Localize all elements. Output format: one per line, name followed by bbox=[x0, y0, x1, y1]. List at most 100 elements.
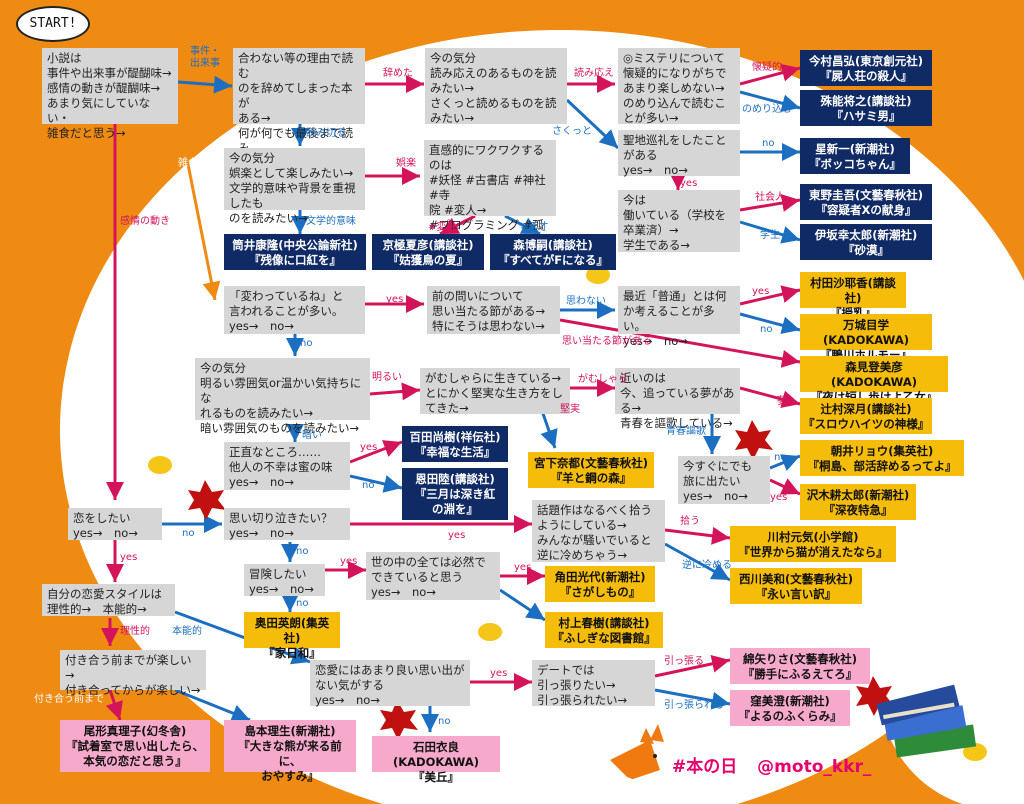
arrow-label: no bbox=[438, 716, 450, 728]
question-node: 恋をしたい yes→ no→ bbox=[68, 508, 162, 540]
arrow-label: 青春謳歌 bbox=[666, 426, 706, 438]
book-result: 島本理生(新潮社) 『大きな熊が来る前に、 おやすみ』 bbox=[224, 720, 356, 772]
question-node: 思い切り泣きたい？ yes→ no→ bbox=[224, 508, 350, 540]
arrow-label: #変人 bbox=[428, 222, 456, 234]
question-node: 正直なところ…… 他人の不幸は蜜の味 yes→ no→ bbox=[224, 442, 350, 490]
book-result: 尾形真理子(幻冬舎) 『試着室で思い出したら、 本気の恋だと思う』 bbox=[60, 720, 210, 772]
book-result: 森見登美彦(KADOKAWA) 『夜は短し歩けよ乙女』 bbox=[800, 356, 948, 392]
book-result: 今村昌弘(東京創元社) 『屍人荘の殺人』 bbox=[800, 50, 932, 86]
question-node: 近いのは 今、追っている夢がある→ 青春を謳歌している→ bbox=[615, 368, 740, 414]
question-node: 今の気分 娯楽として楽しみたい→ 文学的意味や背景を重視したも のを読みたい→ bbox=[224, 148, 365, 210]
author-handle: @moto_kkr_ bbox=[757, 757, 871, 777]
arrow-label: yes bbox=[386, 294, 403, 306]
book-result: 辻村深月(講談社) 『スロウハイツの神様』 bbox=[800, 398, 932, 434]
arrow-label: no bbox=[762, 138, 774, 150]
question-node: デートでは 引っ張りたい→ 引っ張られたい→ bbox=[532, 660, 655, 706]
arrow-label: no bbox=[760, 324, 772, 336]
question-node: 今の気分 明るい雰囲気or温かい気持ちにな れるものを読みたい→ 暗い雰囲気のも… bbox=[195, 358, 370, 420]
book-result: 綿矢りさ(文藝春秋社) 『勝手にふるえてろ』 bbox=[730, 648, 870, 684]
arrow-label: no bbox=[296, 598, 308, 610]
arrow-label: yes bbox=[770, 492, 787, 504]
arrow-label: 娯楽 bbox=[396, 158, 416, 170]
arrow-label: 感情の動き bbox=[120, 216, 170, 228]
arrow-label: 社会人 bbox=[755, 192, 785, 204]
book-result: 伊坂幸太郎(新潮社) 『砂漠』 bbox=[800, 224, 932, 260]
question-node: 今は 働いている（学校を 卒業済）→ 学生である→ bbox=[618, 190, 740, 252]
arrow-label: 理性的 bbox=[120, 626, 150, 638]
question-node: 直感的にワクワクするのは #妖怪 #古書店 #神社 #寺 院 #変人→ #プログ… bbox=[424, 140, 556, 216]
book-result: 朝井リョウ(集英社) 『桐島、部活辞めるってよ』 bbox=[800, 440, 964, 476]
arrow-label: 引っ張る bbox=[664, 656, 704, 668]
arrow-label: 思わない bbox=[566, 296, 606, 308]
question-node: 冒険したい yes→ no→ bbox=[244, 564, 325, 596]
arrow-label: yes bbox=[360, 442, 377, 454]
question-node: 前の問いについて 思い当たる節がある→ 特にそうは思わない→ bbox=[427, 286, 560, 334]
arrow-label: 明るい bbox=[372, 372, 402, 384]
book-result: 恩田陸(講談社) 『三月は深き紅 の淵を』 bbox=[402, 468, 508, 520]
question-node: 今すぐにでも 旅に出たい yes→ no→ bbox=[678, 456, 770, 504]
arrow-label: 拾う bbox=[680, 516, 700, 528]
question-node: 「変わっているね」と 言われることが多い。 yes→ no→ bbox=[224, 286, 365, 334]
arrow-label: 読み切る bbox=[306, 128, 346, 140]
arrow-label: 暗い bbox=[302, 430, 322, 442]
book-result: 森博嗣(講談社) 『すべてがFになる』 bbox=[490, 234, 616, 270]
book-result: 万城目学(KADOKAWA) 『鴨川ホルモー』 bbox=[800, 314, 932, 350]
arrow-label: #天才 bbox=[520, 222, 548, 234]
arrow-label: yes bbox=[120, 552, 137, 564]
question-node: 話題作はなるべく拾う ようにしている→ みんなが騒いでいると 逆に冷めちゃう→ bbox=[532, 500, 665, 562]
book-result: 窪美澄(新潮社) 『よるのふくらみ』 bbox=[730, 690, 850, 726]
arrow-label: 雑食 bbox=[178, 158, 198, 170]
book-result: 宮下奈都(文藝春秋社) 『羊と鋼の森』 bbox=[528, 452, 654, 488]
book-result: 村上春樹(講談社) 『ふしぎな図書館』 bbox=[545, 612, 663, 648]
arrow-label: no bbox=[774, 452, 786, 464]
arrow-label: のめり込む bbox=[742, 104, 792, 116]
arrow-label: 読み応え bbox=[574, 68, 614, 80]
hashtag-credit: #本の日 @moto_kkr_ bbox=[672, 752, 871, 777]
arrow-label: no bbox=[300, 338, 312, 350]
question-node: ◎ミステリについて 懐疑的になりがちで あまり楽しめない→ のめり込んで読むこ … bbox=[618, 48, 740, 124]
book-result: 星新一(新潮社) 『ボッコちゃん』 bbox=[800, 138, 910, 174]
question-node: 付き合う前までが楽しい→ 付き合ってからが楽しい→ bbox=[60, 650, 206, 690]
arrow-label: さくっと bbox=[552, 126, 592, 138]
book-result: 京極夏彦(講談社) 『姑獲鳥の夏』 bbox=[372, 234, 484, 270]
question-node: 自分の恋愛スタイルは 理性的→ 本能的→ bbox=[42, 584, 175, 616]
arrow-label: no bbox=[182, 528, 194, 540]
arrow-label: no bbox=[362, 480, 374, 492]
arrow-label: yes bbox=[680, 178, 697, 190]
arrow-label: 辞めた bbox=[383, 68, 413, 80]
book-result: 角田光代(新潮社) 『さがしもの』 bbox=[545, 566, 655, 602]
book-result: 石田衣良(KADOKAWA) 『美丘』 bbox=[372, 736, 500, 772]
arrow-label: 思い当たる節がある bbox=[562, 336, 652, 348]
book-result: 筒井康隆(中央公論新社) 『残像に口紅を』 bbox=[224, 234, 366, 270]
book-result: 沢木耕太郎(新潮社) 『深夜特急』 bbox=[800, 484, 916, 520]
arrow-label: 懐疑的 bbox=[752, 62, 782, 74]
arrow-label: no bbox=[296, 546, 308, 558]
arrow-label: yes bbox=[340, 556, 357, 568]
arrow-label: 事件・ 出来事 bbox=[190, 46, 220, 70]
arrow-label: 学生 bbox=[760, 230, 780, 242]
arrow-label: yes bbox=[514, 562, 531, 574]
hashtag: #本の日 bbox=[672, 757, 737, 777]
start-badge: START! bbox=[16, 6, 90, 42]
arrow-label: 文学的意味 bbox=[306, 216, 356, 228]
arrow-label: yes bbox=[490, 668, 507, 680]
arrow-label: 逆に冷める bbox=[682, 560, 732, 572]
question-node: 最近「普通」とは何 か考えることが多い。 yes→ no→ bbox=[618, 286, 740, 334]
arrow-label: yes bbox=[448, 530, 465, 542]
question-node: 聖地巡礼をしたこと がある yes→ no→ bbox=[618, 130, 740, 176]
question-node: がむしゃらに生きている→ とにかく堅実な生き方をし てきた→ bbox=[420, 368, 570, 414]
arrow-label: 本能的 bbox=[172, 626, 202, 638]
question-node: 合わない等の理由で読む のを辞めてしまった本が ある→ 何が何でも最後まで読み … bbox=[233, 48, 365, 124]
arrow-label: 引っ張られる bbox=[664, 700, 724, 712]
arrow-label: 付き合う前まで bbox=[34, 694, 104, 706]
arrow-label: yes bbox=[752, 286, 769, 298]
book-result: 殊能将之(講談社) 『ハサミ男』 bbox=[800, 90, 932, 126]
arrow-label: がむしゃら bbox=[578, 374, 628, 386]
book-result: 西川美和(文藝春秋社) 『永い言い訳』 bbox=[730, 568, 862, 604]
question-node: 恋愛にはあまり良い思い出が ない気がする yes→ no→ bbox=[310, 660, 470, 706]
question-node: 今の気分 読み応えのあるものを読 みたい→ さくっと読めるものを読 みたい→ bbox=[425, 48, 567, 124]
book-result: 東野圭吾(文藝春秋社) 『容疑者Xの献身』 bbox=[800, 184, 932, 220]
arrow-label: 堅実 bbox=[560, 404, 580, 416]
question-node: 世の中の全ては必然で できていると思う yes→ no→ bbox=[366, 552, 500, 600]
